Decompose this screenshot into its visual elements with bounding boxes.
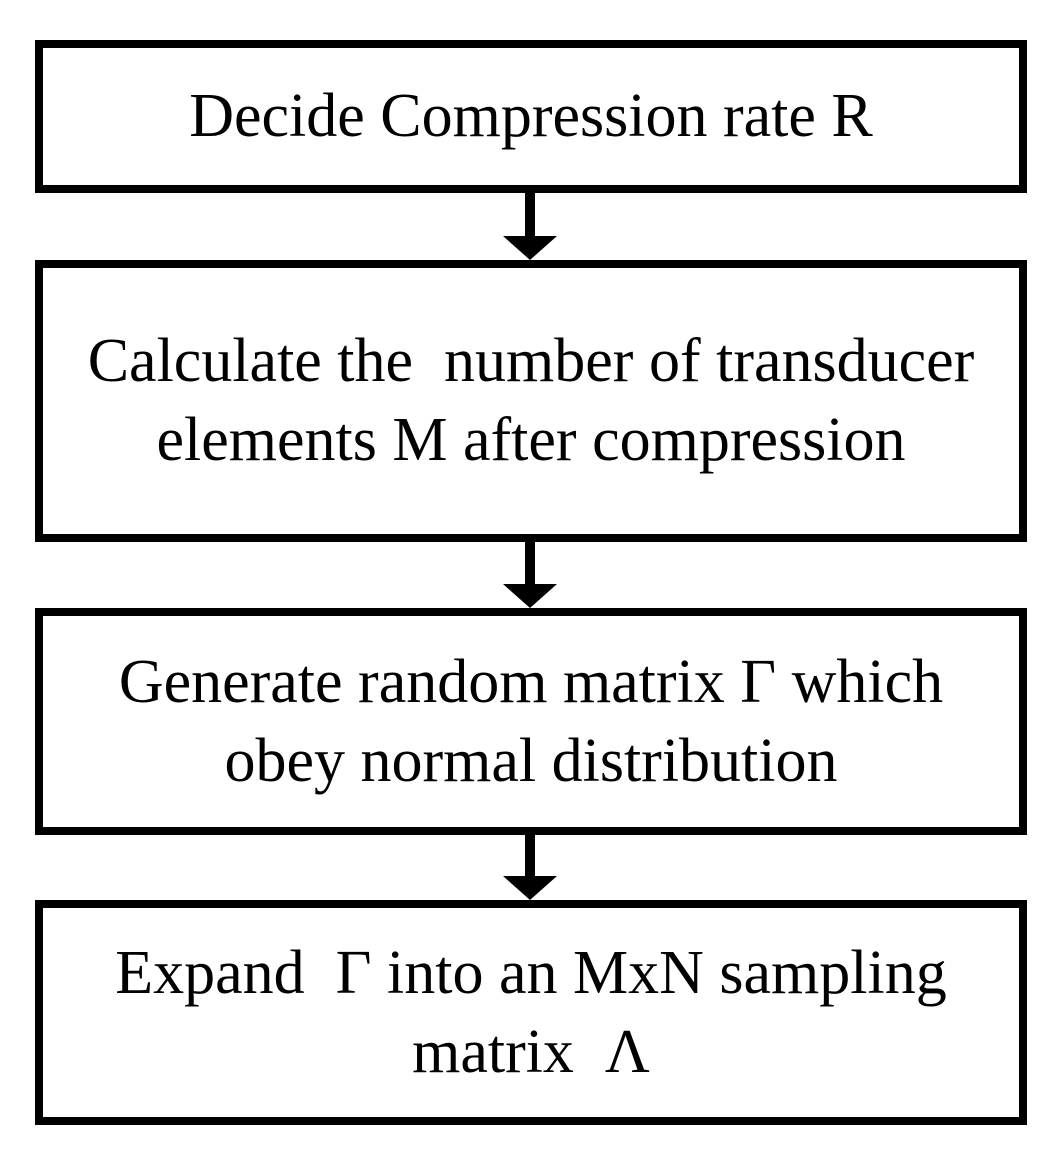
step-label: Generate random matrix Γ which obey norm… (118, 647, 944, 795)
step-calculate-transducer-elements: Calculate the number of transducer eleme… (35, 260, 1027, 542)
step-label: Decide Compression rate R (189, 82, 873, 151)
arrow-stem (525, 193, 535, 236)
step-decide-compression-rate: Decide Compression rate R (35, 40, 1027, 193)
step-generate-random-matrix: Generate random matrix Γ which obey norm… (35, 608, 1027, 835)
down-arrow-icon (503, 876, 557, 900)
arrow-stem (525, 835, 535, 876)
step-label: Expand Γ into an MxN sampling matrix Λ (115, 938, 947, 1086)
step-expand-sampling-matrix: Expand Γ into an MxN sampling matrix Λ (35, 900, 1027, 1125)
down-arrow-icon (503, 584, 557, 608)
step-label: Calculate the number of transducer eleme… (87, 327, 975, 474)
down-arrow-icon (503, 236, 557, 260)
arrow-stem (525, 542, 535, 584)
